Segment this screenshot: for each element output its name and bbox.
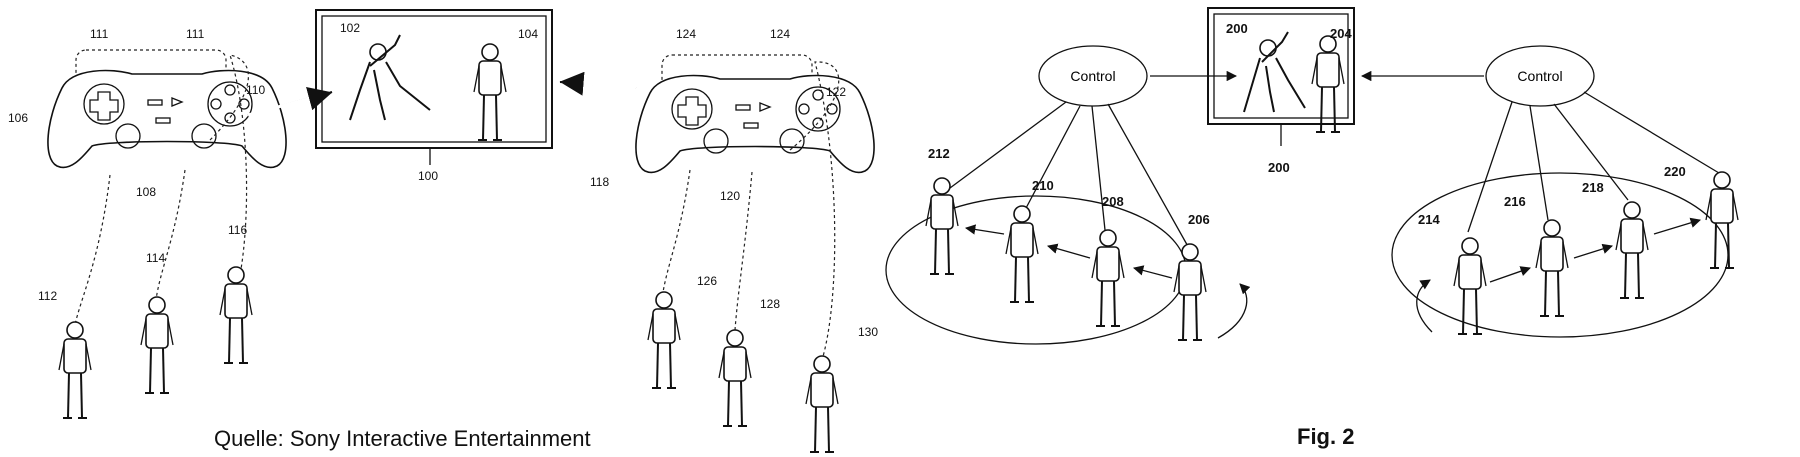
svg-text:128: 128 bbox=[760, 297, 780, 311]
fighter-104-icon bbox=[473, 43, 507, 141]
svg-text:106: 106 bbox=[8, 111, 28, 125]
svg-text:130: 130 bbox=[858, 325, 878, 339]
player-116 bbox=[219, 266, 253, 364]
svg-text:204: 204 bbox=[1330, 26, 1352, 41]
player-210 bbox=[1005, 205, 1039, 303]
svg-text:111: 111 bbox=[90, 27, 109, 41]
fig1-player-group-left bbox=[47, 49, 333, 419]
player-214 bbox=[1453, 237, 1487, 335]
svg-text:214: 214 bbox=[1418, 212, 1440, 227]
player-220 bbox=[1705, 171, 1739, 269]
svg-text:212: 212 bbox=[928, 146, 950, 161]
player-218 bbox=[1615, 201, 1649, 299]
svg-text:116: 116 bbox=[228, 223, 247, 237]
svg-text:220: 220 bbox=[1664, 164, 1686, 179]
svg-text:124: 124 bbox=[676, 27, 696, 41]
svg-text:216: 216 bbox=[1504, 194, 1526, 209]
svg-text:100: 100 bbox=[418, 169, 438, 183]
player-126 bbox=[647, 291, 681, 389]
player-112 bbox=[58, 321, 92, 419]
svg-text:210: 210 bbox=[1032, 178, 1054, 193]
svg-text:200: 200 bbox=[1226, 21, 1248, 36]
svg-text:104: 104 bbox=[518, 27, 538, 41]
svg-text:208: 208 bbox=[1102, 194, 1124, 209]
display-100 bbox=[315, 9, 553, 165]
svg-text:118: 118 bbox=[590, 175, 609, 189]
svg-text:122: 122 bbox=[826, 85, 846, 99]
fig2-control-right: Control bbox=[1360, 45, 1725, 233]
svg-text:120: 120 bbox=[720, 189, 740, 203]
player-212 bbox=[925, 177, 959, 275]
fighter-200-icon bbox=[1243, 31, 1306, 113]
svg-text:111: 111 bbox=[186, 27, 205, 41]
figure-caption: Fig. 2 bbox=[1297, 424, 1355, 449]
fig1-player-group-right bbox=[559, 54, 875, 453]
svg-text:108: 108 bbox=[136, 185, 156, 199]
fig2-control-left: Control bbox=[949, 45, 1238, 251]
player-130 bbox=[805, 355, 839, 453]
fig2-cycle-left bbox=[885, 177, 1251, 345]
fig2-cycle-right bbox=[1391, 171, 1739, 338]
player-208 bbox=[1091, 229, 1125, 327]
player-128 bbox=[718, 329, 752, 427]
fighter-102-icon bbox=[349, 34, 431, 121]
player-114 bbox=[140, 296, 174, 394]
svg-text:112: 112 bbox=[38, 289, 57, 303]
svg-text:126: 126 bbox=[697, 274, 717, 288]
svg-text:114: 114 bbox=[146, 251, 165, 265]
svg-text:200: 200 bbox=[1268, 160, 1290, 175]
svg-text:110: 110 bbox=[246, 83, 265, 97]
svg-text:102: 102 bbox=[340, 21, 360, 35]
fig1-reference-numerals: 111 111 110 106 108 102 104 100 124 124 … bbox=[8, 21, 878, 339]
svg-text:Control: Control bbox=[1070, 68, 1115, 84]
svg-text:206: 206 bbox=[1188, 212, 1210, 227]
svg-text:Control: Control bbox=[1517, 68, 1562, 84]
source-caption: Quelle: Sony Interactive Entertainment bbox=[214, 426, 591, 451]
svg-text:124: 124 bbox=[770, 27, 790, 41]
player-206 bbox=[1173, 243, 1207, 341]
player-216 bbox=[1535, 219, 1569, 317]
svg-text:218: 218 bbox=[1582, 180, 1604, 195]
fig2-reference-numerals: 200 204 200 212 210 208 206 214 216 218 … bbox=[928, 21, 1686, 227]
display-200 bbox=[1207, 7, 1355, 146]
